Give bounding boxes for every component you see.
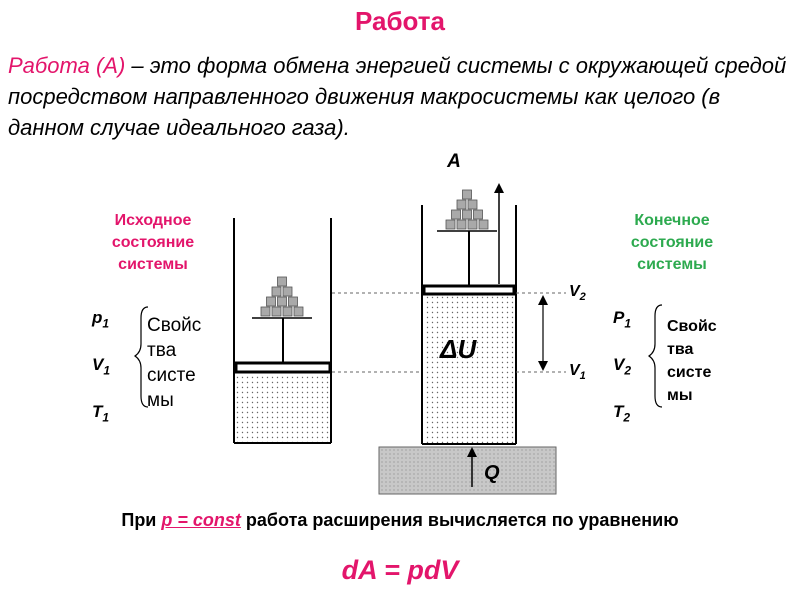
final-var-t: T2	[613, 402, 631, 425]
final-var-v: V2	[613, 355, 632, 378]
weight-block	[277, 296, 287, 307]
work-equation: dA = pdV	[341, 555, 459, 585]
initial-var-p: p1	[92, 308, 110, 331]
heat-source	[378, 446, 557, 495]
initial-cylinder	[233, 218, 332, 444]
weights-initial	[260, 276, 304, 317]
definition-text: – это форма обмена энергией системы с ок…	[8, 53, 787, 140]
weight-block	[271, 286, 282, 297]
condition: p = const	[161, 510, 241, 530]
final-cylinder	[421, 183, 517, 445]
weights-final	[445, 189, 489, 230]
piston-final	[422, 284, 516, 296]
weight-block	[260, 306, 271, 317]
brace-initial	[133, 306, 149, 408]
formula-description: При p = const работа расширения вычисляе…	[121, 510, 679, 530]
weight-block	[478, 219, 489, 230]
weight-block	[462, 209, 472, 220]
work-label: А	[446, 151, 461, 172]
initial-var-t: T1	[92, 402, 110, 425]
v2-label: V2	[569, 283, 586, 303]
weight-block	[456, 219, 467, 230]
weight-block	[282, 306, 293, 317]
weight-block	[456, 199, 467, 210]
weight-block	[293, 306, 304, 317]
weight-block	[451, 209, 461, 220]
piston-initial	[234, 361, 332, 374]
definition: Работа (А) – это форма обмена энергией с…	[8, 50, 788, 143]
initial-var-v: V1	[92, 355, 111, 378]
brace-final	[647, 304, 663, 408]
weight-block	[271, 306, 282, 317]
final-state-label: Конечное состояние системы	[630, 212, 714, 273]
weight-block	[288, 296, 298, 307]
final-properties: Свойс тва систе мы	[667, 318, 717, 404]
initial-properties: Свойс тва систе мы	[147, 315, 202, 411]
page-title: Работа	[355, 6, 445, 36]
weight-block	[467, 219, 478, 230]
weight-block	[467, 199, 478, 210]
internal-energy-label: ΔU	[439, 334, 477, 364]
weight-block	[266, 296, 276, 307]
weight-block	[282, 286, 293, 297]
weight-block	[462, 189, 472, 200]
weight-block	[277, 276, 287, 287]
final-var-p: P1	[613, 308, 632, 331]
initial-state-label: Исходное состояние системы	[111, 212, 195, 273]
heat-label: Q	[484, 462, 500, 484]
v1-label: V1	[569, 362, 586, 382]
weight-block	[473, 209, 483, 220]
weight-block	[445, 219, 456, 230]
definition-term: Работа (А)	[8, 53, 126, 78]
